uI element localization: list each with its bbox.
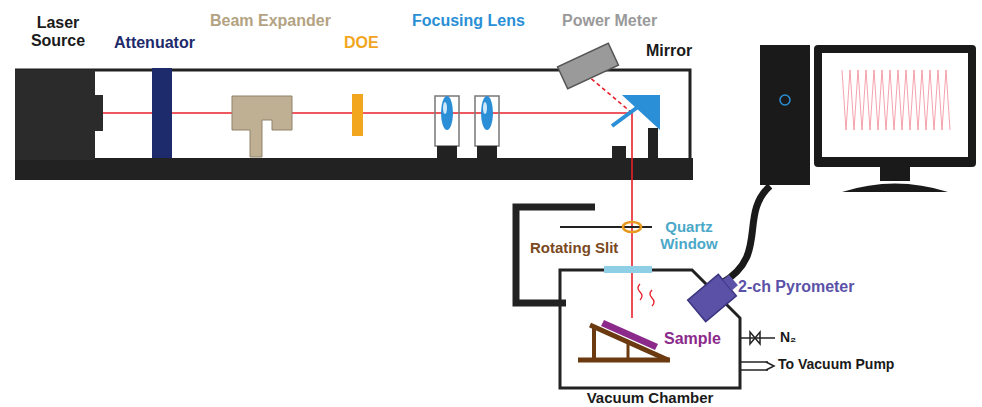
part-name: Sample xyxy=(664,330,721,348)
port-label: To Vacuum Pump xyxy=(778,357,894,372)
computer-shape xyxy=(760,45,976,192)
chamber-title: Vacuum Chamber xyxy=(587,390,714,407)
part-name: Rotating Slit xyxy=(530,240,618,257)
enclosure-frame xyxy=(15,70,690,160)
part-name: DOE xyxy=(344,34,379,52)
gas-ports xyxy=(740,332,775,370)
table-base xyxy=(15,158,693,180)
power-meter-shape xyxy=(558,43,619,88)
reflected-beam xyxy=(588,76,632,113)
part-name: Quartz Window xyxy=(658,219,720,252)
vacuum-chamber-outline xyxy=(560,270,740,388)
laser-source-box xyxy=(15,70,95,160)
part-name: Focusing Lens xyxy=(412,12,525,30)
pyrometer-cable xyxy=(722,186,770,283)
part-name: Attenuator xyxy=(114,34,195,52)
mirror-shape xyxy=(612,95,660,158)
rotating-slit-shape xyxy=(623,222,641,232)
attenuator-plate xyxy=(152,68,172,158)
sample-stage xyxy=(578,284,670,360)
pyrometer-shape xyxy=(688,269,743,321)
part-name: Laser Source xyxy=(22,14,94,49)
laser-aperture xyxy=(95,95,103,131)
part-name: Mirror xyxy=(646,42,692,60)
quartz-window-shape xyxy=(604,266,652,273)
part-name: Beam Expander xyxy=(210,12,331,30)
laser-beam-down xyxy=(631,113,633,318)
lens-pair xyxy=(435,96,499,158)
doe-plate xyxy=(352,94,363,136)
laser-beam xyxy=(103,112,632,114)
chamber-region: Vacuum Chamber xyxy=(560,270,740,388)
gas-label: N₂ xyxy=(780,330,796,345)
part-name: 2-ch Pyrometer xyxy=(738,278,855,296)
beam-expander-shape xyxy=(232,96,292,157)
part-name: Power Meter xyxy=(562,12,657,30)
slit-rod xyxy=(560,226,652,228)
